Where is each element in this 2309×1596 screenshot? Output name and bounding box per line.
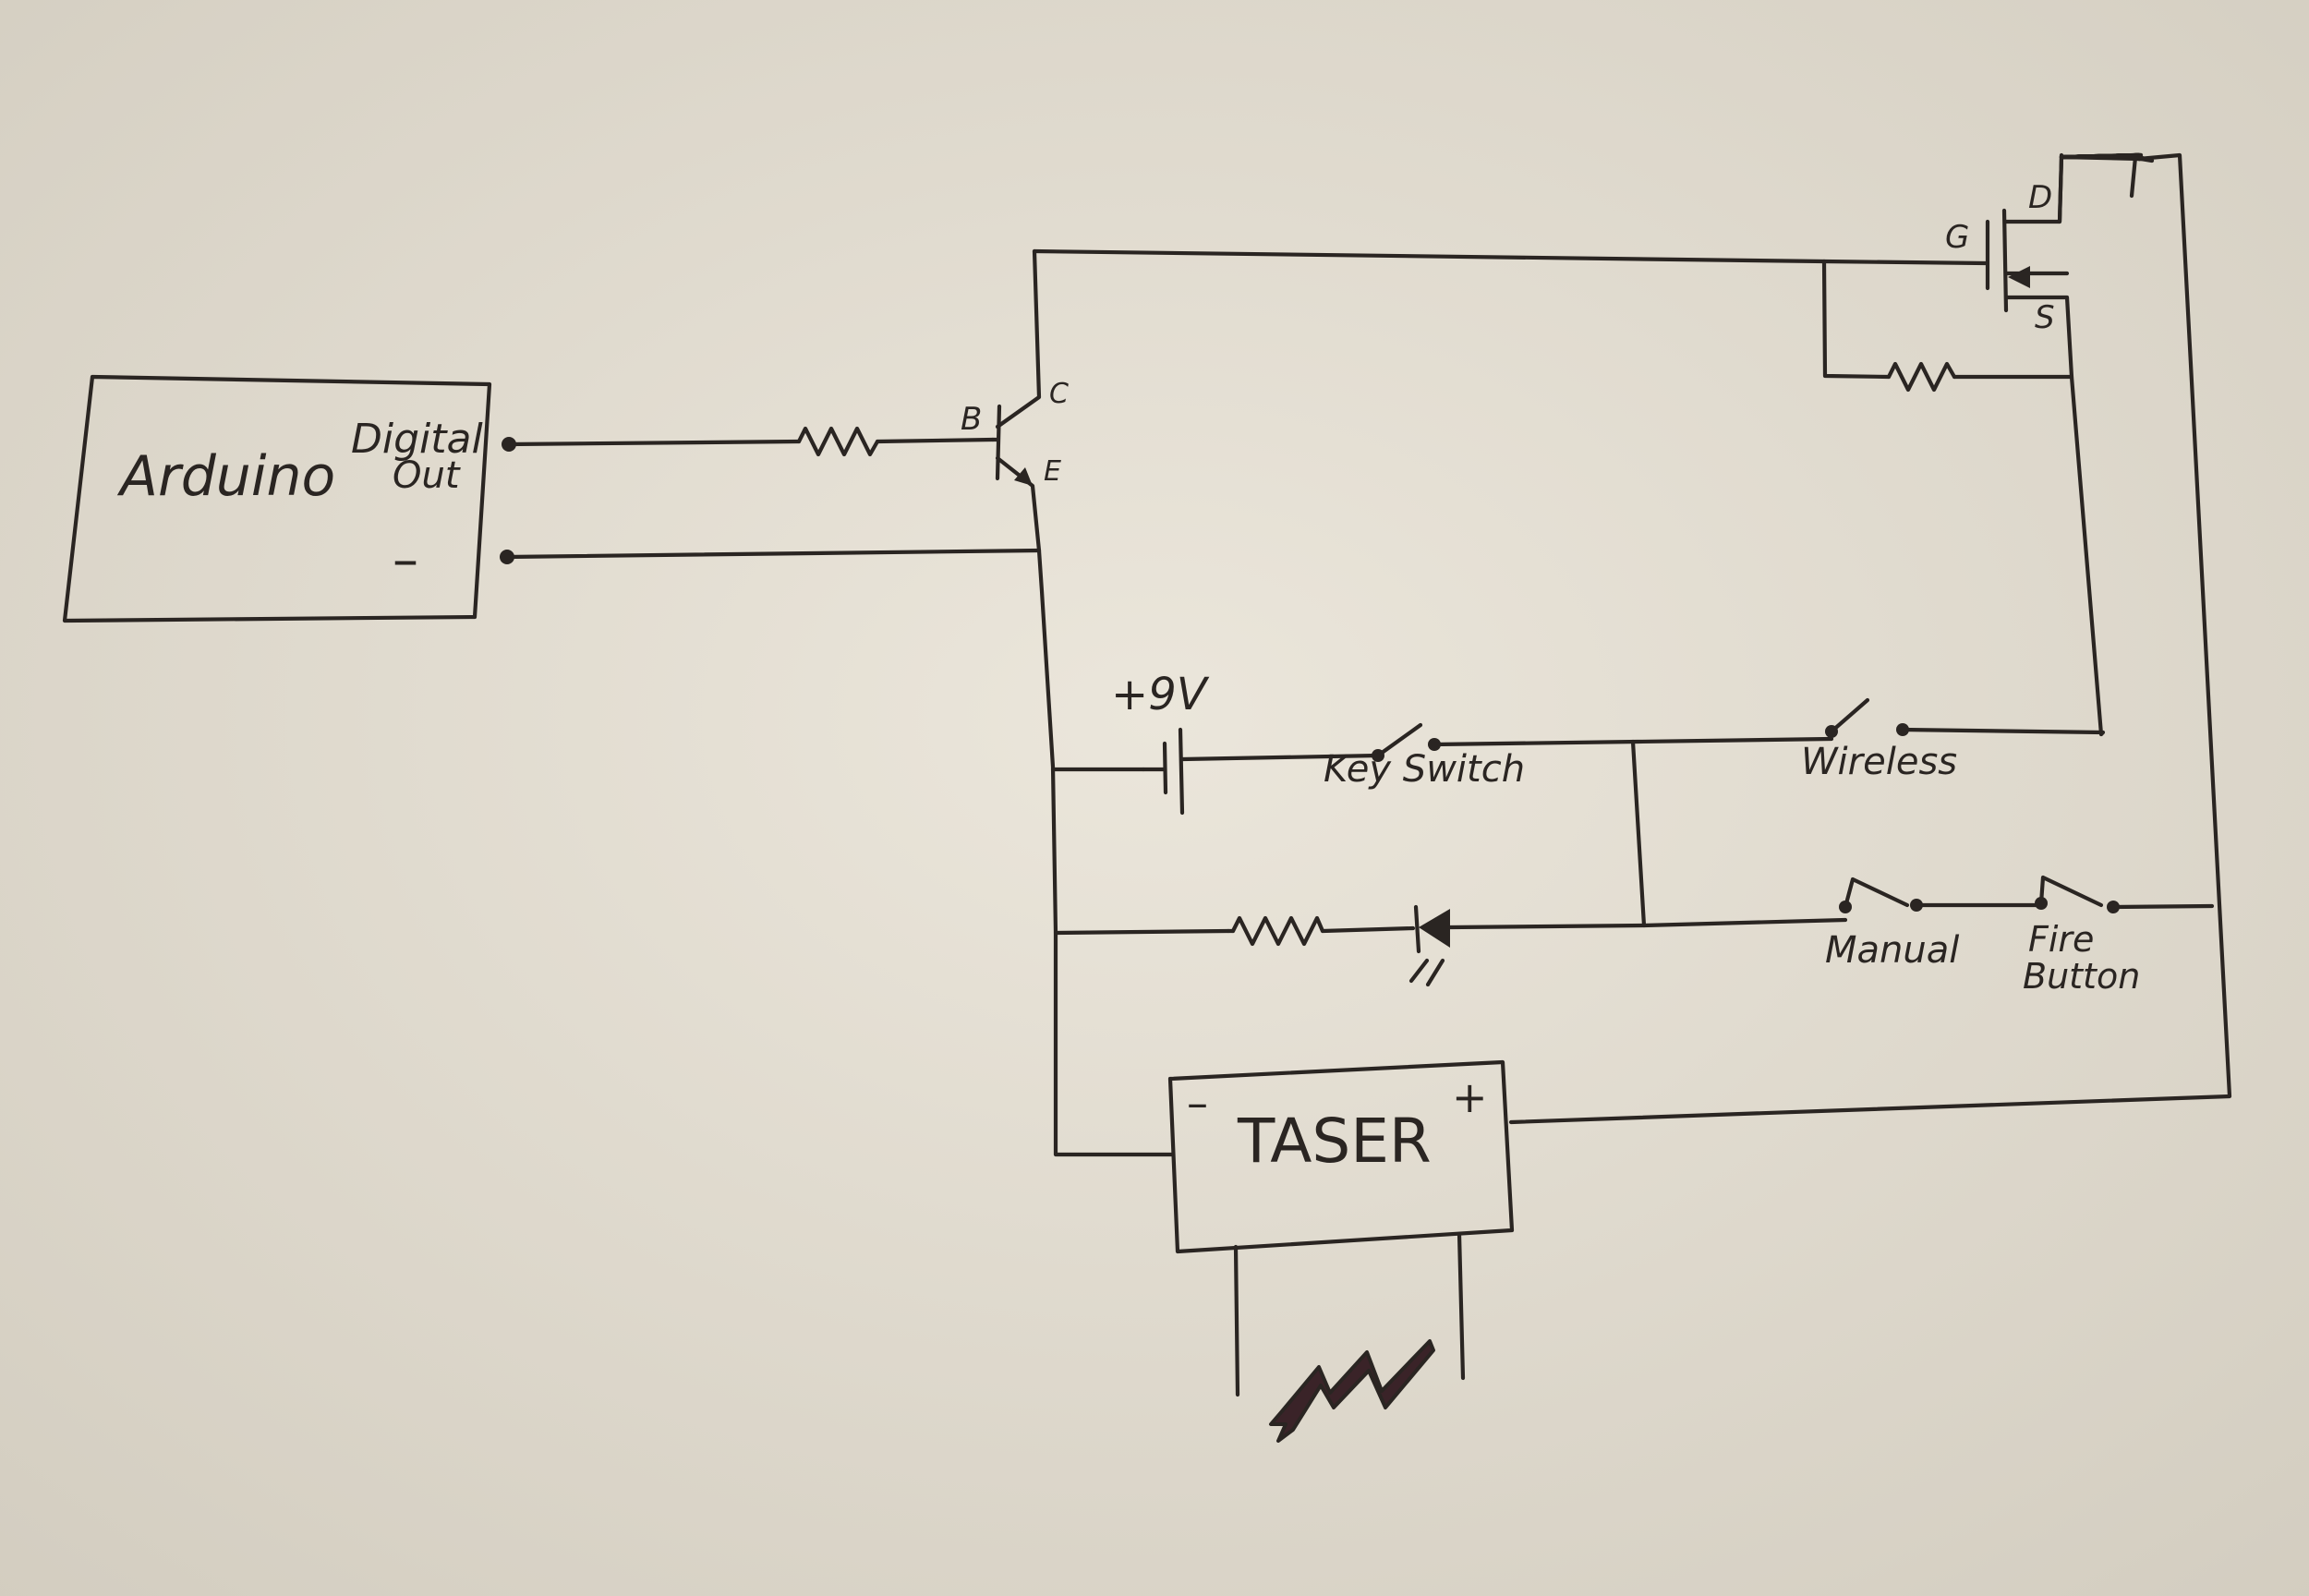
manual-lever (1843, 877, 1910, 910)
drain-to-taser-plus-rail (1508, 152, 2232, 1125)
taser-plus-label: + (1452, 1072, 1488, 1122)
base-resistor (796, 426, 880, 457)
taser-block: TASER – + (1167, 1059, 1515, 1443)
gate-resistor (1886, 361, 1957, 393)
led-bar (1413, 904, 1421, 954)
mosfet-arrow (2008, 266, 2030, 288)
taser-left-probe (1233, 1244, 1240, 1397)
led-manual-fire-row: Manual Fire Button (1226, 875, 2140, 997)
arduino-label: Arduino (116, 444, 335, 509)
taser-minus-label: – (1187, 1078, 1208, 1128)
transistor-base-bar (995, 404, 1002, 481)
battery-key-switch-row: +9V Key Switch Wireless (1111, 669, 2106, 928)
fire-lever (2038, 875, 2104, 908)
arduino-block: Arduino Digital Out – (62, 374, 516, 623)
key-switch-label: Key Switch (1324, 748, 1525, 791)
transistor-collector (995, 248, 1042, 429)
gate-wiring (1032, 248, 2074, 393)
collector-pin-label: C (1049, 378, 1069, 410)
arduino-minus-label: – (393, 530, 418, 590)
npn-transistor: B C E (961, 248, 1069, 553)
manual-label: Manual (1825, 929, 1959, 972)
key-switch-junction-drop (1630, 739, 1647, 928)
fire-button-to-rail (2110, 903, 2215, 910)
button-label: Button (2023, 956, 2140, 997)
base-resistor-wiring (504, 426, 1042, 560)
led-ray-2 (1425, 958, 1445, 987)
led-ray-1 (1408, 958, 1430, 984)
gate-pin-label: G (1945, 219, 1969, 256)
source-pin-label: S (2035, 299, 2055, 336)
led-resistor (1230, 915, 1325, 947)
out-label: Out (393, 454, 461, 497)
mosfet-source (2003, 295, 2104, 737)
digital-label: Digital (351, 416, 483, 463)
taser-label: TASER (1237, 1106, 1432, 1177)
emitter-pin-label: E (1044, 455, 1061, 488)
led-triangle (1419, 909, 1450, 948)
spark-bolt-icon (1269, 1339, 1435, 1443)
fire-label: Fire (2028, 919, 2094, 960)
battery-label: +9V (1111, 669, 1210, 720)
far-right-rail-real (2059, 154, 2142, 162)
emitter-arrow (1014, 467, 1033, 486)
wireless-lever (1829, 697, 1870, 734)
mosfet-channel (2001, 208, 2009, 313)
taser-right-probe (1457, 1231, 1466, 1381)
key-switch-lever (1375, 722, 1423, 758)
ground-bus (1036, 548, 1231, 1157)
battery-short-plate (1178, 727, 1185, 816)
wireless-label: Wireless (1801, 741, 1957, 783)
drain-pin-label: D (2028, 179, 2052, 216)
base-pin-label: B (961, 401, 982, 438)
fire-right-terminal (2107, 901, 2120, 913)
